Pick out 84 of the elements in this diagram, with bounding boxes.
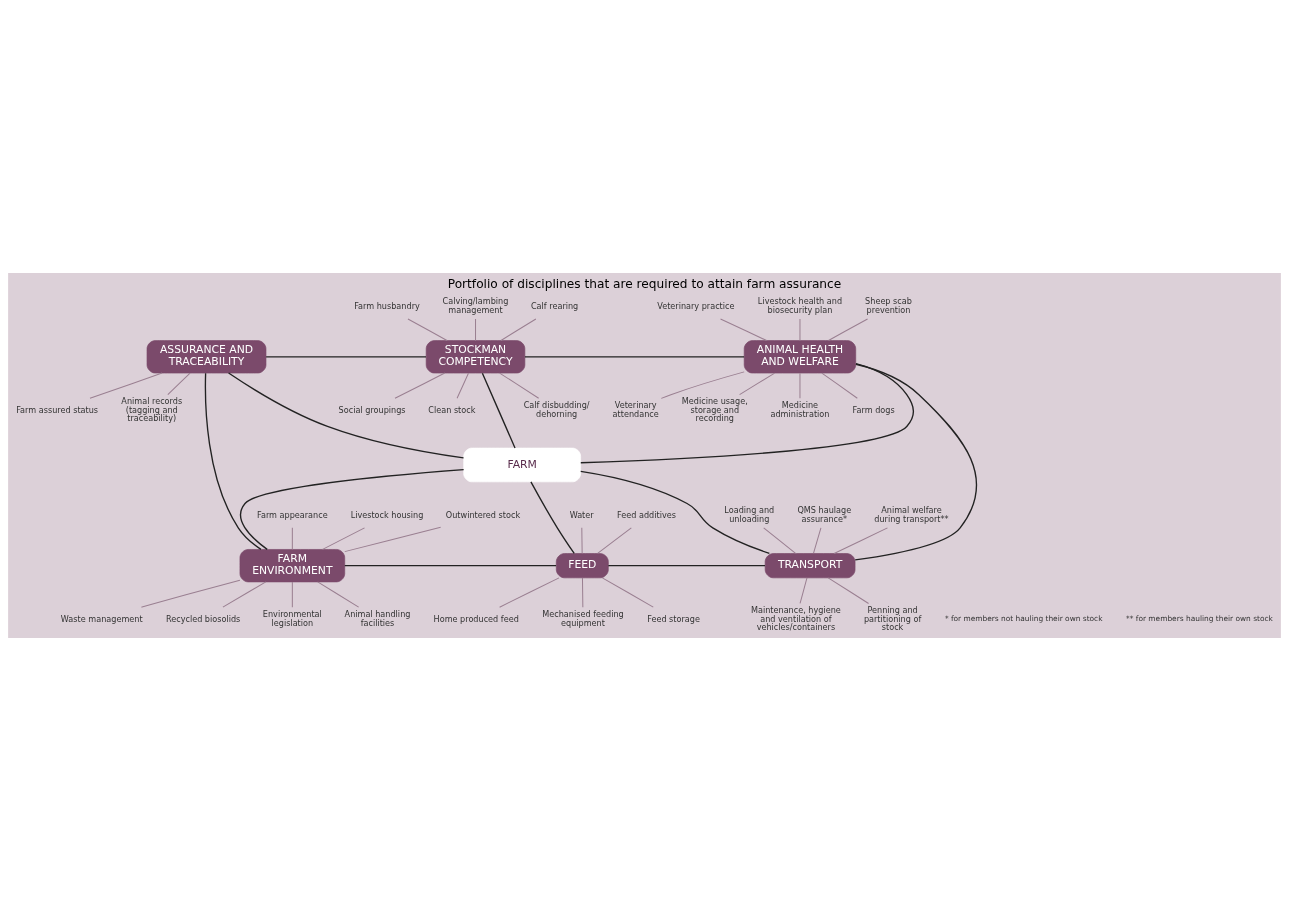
- connector: [227, 372, 465, 459]
- node-box: ANIMAL HEALTH AND WELFARE: [743, 340, 857, 374]
- node-text: Feed storage: [647, 613, 700, 624]
- connector: [813, 527, 822, 554]
- connector: [500, 318, 537, 341]
- connector: [167, 372, 191, 396]
- connector: [763, 527, 797, 554]
- connector: [580, 363, 915, 464]
- node-text: Animal records (tagging and traceability): [121, 395, 183, 424]
- node-text: Mechanised feeding equipment: [542, 609, 624, 628]
- node-box: TRANSPORT: [764, 553, 856, 579]
- node-text: Animal handling facilities: [344, 609, 411, 628]
- connector: [833, 527, 888, 554]
- connector: [322, 527, 366, 550]
- node-text: Farm dogs: [852, 404, 895, 415]
- node-box: STOCKMAN COMPETENCY: [425, 340, 526, 374]
- node-text: QMS haulage assurance*: [797, 505, 852, 525]
- connector: [499, 372, 540, 399]
- connector: [481, 372, 516, 449]
- connector: [739, 372, 776, 396]
- node-text: Calf rearing: [530, 300, 579, 311]
- connector: [799, 318, 801, 341]
- node-text: Veterinary attendance: [612, 400, 659, 420]
- connector: [222, 581, 267, 608]
- connector: [344, 565, 557, 567]
- connector: [799, 577, 808, 604]
- node-text: Feed additives: [617, 509, 676, 520]
- node-text: Livestock health and biosecurity plan: [757, 296, 843, 316]
- connector: [140, 579, 241, 608]
- connector: [799, 372, 801, 399]
- connector: [456, 372, 469, 399]
- connector: [597, 527, 632, 554]
- node-text: Outwintered stock: [445, 509, 521, 520]
- node-box: FARM: [463, 447, 581, 483]
- node-text: Penning and partitioning of stock: [863, 604, 922, 633]
- connector: [394, 372, 446, 399]
- connector: [291, 581, 293, 608]
- node-text: Loading and unloading: [724, 505, 775, 525]
- node-text: Livestock housing: [350, 509, 424, 520]
- connector: [530, 481, 575, 555]
- node-text: Clean stock: [428, 404, 476, 415]
- connector: [89, 372, 163, 399]
- node-text: Animal welfare during transport**: [874, 505, 949, 525]
- node-text: Home produced feed: [433, 613, 519, 624]
- connector: [475, 318, 477, 341]
- connector: [720, 318, 768, 342]
- connector: [581, 577, 584, 608]
- connector: [828, 318, 869, 341]
- connector: [291, 527, 293, 550]
- node-text: Farm husbandry: [354, 300, 420, 311]
- node-text: Medicine usage, storage and recording: [681, 395, 748, 424]
- connector: [827, 577, 870, 604]
- connector: [821, 372, 858, 399]
- connector: [407, 318, 448, 341]
- node-text: Veterinary practice: [657, 300, 735, 311]
- connector: [317, 581, 360, 608]
- connector: [607, 565, 766, 567]
- node-text: Water: [569, 509, 594, 520]
- node-text: Medicine administration: [770, 400, 830, 420]
- connector: [499, 577, 560, 608]
- node-text: Calving/lambing management: [442, 296, 509, 316]
- connector: [344, 526, 442, 553]
- node-text: Calf disbudding/ dehorning: [523, 400, 590, 420]
- node-text: Social groupings: [338, 404, 406, 415]
- node-text: Farm appearance: [257, 509, 328, 520]
- node-text: Farm assured status: [16, 404, 99, 415]
- connector: [524, 356, 745, 358]
- node-box: FARM ENVIRONMENT: [239, 549, 346, 583]
- connector: [580, 470, 771, 555]
- node-text: Maintenance, hygiene and ventilation of vehicles/containers: [750, 604, 841, 633]
- connector: [265, 356, 427, 358]
- connector: [854, 363, 978, 561]
- node-box: FEED: [555, 553, 609, 579]
- node-text: Recycled biosolids: [165, 613, 241, 624]
- node-text: Waste management: [60, 613, 143, 624]
- connector: [239, 468, 465, 551]
- node-text: Environmental legislation: [262, 609, 322, 628]
- connector: [204, 372, 262, 551]
- node-box: ASSURANCE AND TRACEABILITY: [146, 340, 267, 374]
- connector: [601, 577, 654, 608]
- connector: [581, 527, 583, 554]
- diagram-title: Portfolio of disciplines that are required to attain farm assurance: [447, 277, 842, 292]
- node-text: Sheep scab prevention: [865, 296, 912, 316]
- connector: [660, 371, 745, 399]
